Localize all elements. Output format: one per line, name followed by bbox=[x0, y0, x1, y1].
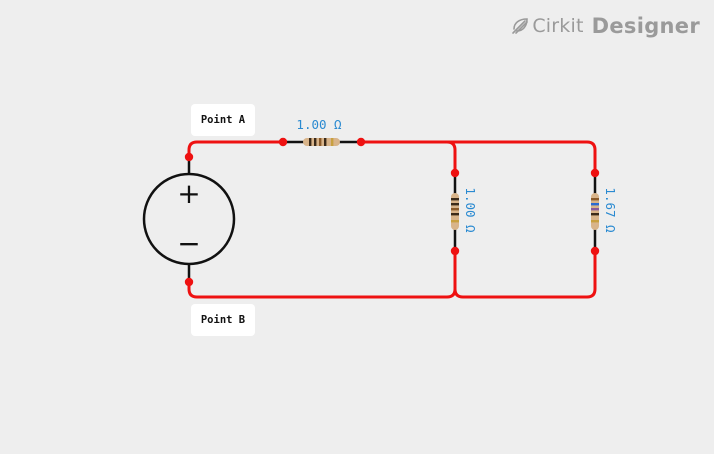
r2-band-4 bbox=[451, 213, 459, 216]
point-a-label: Point A bbox=[191, 104, 255, 136]
r3-band-4 bbox=[591, 213, 599, 216]
resistor-r1-value: 1.00 Ω bbox=[296, 117, 342, 132]
r2-band-3 bbox=[451, 208, 459, 211]
r3-band-2 bbox=[591, 203, 599, 206]
wire-top-middle[interactable] bbox=[359, 140, 457, 175]
voltage-source[interactable]: + − bbox=[142, 172, 236, 266]
r1-band-2 bbox=[314, 138, 317, 146]
r2-band-2 bbox=[451, 203, 459, 206]
leaf-icon bbox=[512, 18, 529, 34]
node-source-top[interactable] bbox=[184, 152, 194, 162]
r1-band-5 bbox=[331, 138, 334, 146]
node-r1-right[interactable] bbox=[356, 137, 366, 147]
brand-name: Cirkit bbox=[532, 15, 584, 37]
node-r3-bottom[interactable] bbox=[590, 246, 600, 256]
brand-logo: Cirkit Designer bbox=[511, 14, 700, 38]
node-r1-left[interactable] bbox=[278, 137, 288, 147]
node-source-bottom[interactable] bbox=[184, 277, 194, 287]
wire-bottom-left[interactable] bbox=[187, 249, 457, 299]
r3-band-5 bbox=[591, 220, 599, 223]
leads bbox=[187, 140, 597, 282]
node-r2-top[interactable] bbox=[450, 168, 460, 178]
voltage-source-body[interactable] bbox=[142, 172, 236, 266]
node-r3-top[interactable] bbox=[590, 168, 600, 178]
r2-band-5 bbox=[451, 220, 459, 223]
r1-band-4 bbox=[324, 138, 327, 146]
r3-band-1 bbox=[591, 198, 599, 201]
negative-terminal-symbol: − bbox=[177, 227, 200, 260]
resistor-r2[interactable]: 1.00 Ω bbox=[451, 187, 478, 233]
r1-band-1 bbox=[309, 138, 312, 146]
r1-band-3 bbox=[319, 138, 322, 146]
wire-bottom-right[interactable] bbox=[453, 249, 597, 299]
node-r2-bottom[interactable] bbox=[450, 246, 460, 256]
wire-top-left[interactable] bbox=[187, 140, 285, 159]
resistor-r3[interactable]: 1.67 Ω bbox=[591, 187, 618, 233]
resistor-r3-value: 1.67 Ω bbox=[603, 187, 618, 233]
resistor-r1[interactable]: 1.00 Ω bbox=[296, 117, 342, 146]
brand-product: Designer bbox=[591, 14, 700, 38]
wires bbox=[187, 140, 597, 299]
r3-band-3 bbox=[591, 208, 599, 211]
point-b-label: Point B bbox=[191, 304, 255, 336]
wire-top-right[interactable] bbox=[445, 140, 597, 175]
positive-terminal-symbol: + bbox=[177, 177, 200, 210]
resistor-r1-body[interactable] bbox=[303, 138, 340, 146]
r2-band-1 bbox=[451, 198, 459, 201]
nodes bbox=[184, 137, 600, 287]
resistor-r2-value: 1.00 Ω bbox=[463, 187, 478, 233]
